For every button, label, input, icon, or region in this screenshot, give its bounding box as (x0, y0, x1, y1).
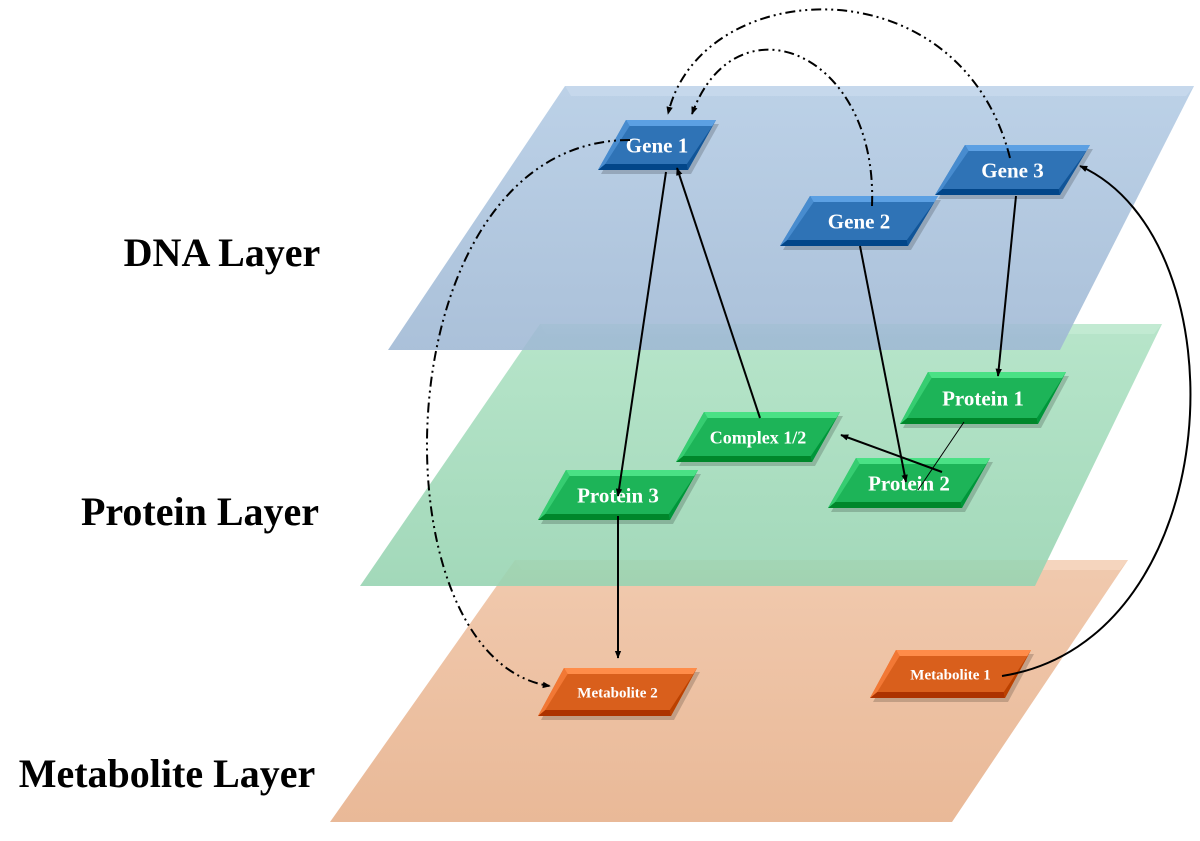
edge-metabolite1-to-gene3 (1001, 165, 1192, 677)
edge-proteins-to-complex12 (840, 434, 943, 473)
edge-gene3-to-protein1 (995, 195, 1017, 377)
edge-gene2-to-gene1 (691, 48, 874, 207)
node-label-complex12: Complex 1/2 (710, 427, 807, 447)
metabolite-layer-label: Metabolite Layer (19, 751, 316, 796)
node-protein2: Protein 2 (828, 458, 993, 512)
dna-layer-label: DNA Layer (124, 230, 321, 275)
node-label-protein2: Protein 2 (868, 471, 950, 495)
node-gene1: Gene 1 (598, 120, 719, 174)
edges-group (425, 8, 1192, 689)
edge-gene3-to-gene1 (666, 8, 1011, 159)
edge-gene1-to-metabolite2 (425, 139, 631, 689)
node-label-metabolite2: Metabolite 2 (577, 685, 657, 701)
node-label-gene2: Gene 2 (828, 209, 890, 233)
edge-protein1-protein2-link (917, 421, 965, 491)
nodes-group: Gene 1 Gene 2 Gene 3 Complex 1/2 Protein 1 Pr… (538, 120, 1093, 720)
node-label-gene1: Gene 1 (626, 133, 688, 157)
edge-gene1-to-protein3 (615, 171, 667, 497)
node-complex12: Complex 1/2 (676, 412, 843, 466)
node-metabolite2: Metabolite 2 (538, 668, 700, 720)
edge-complex12-to-gene1 (676, 167, 761, 419)
node-protein3: Protein 3 (538, 470, 701, 524)
node-protein1: Protein 1 (900, 372, 1069, 428)
node-label-gene3: Gene 3 (981, 158, 1043, 182)
node-label-protein1: Protein 1 (942, 386, 1024, 410)
node-gene2: Gene 2 (780, 196, 941, 250)
node-gene3: Gene 3 (935, 145, 1093, 199)
edge-gene2-to-protein2 (859, 245, 908, 483)
protein-layer-label: Protein Layer (81, 489, 319, 534)
node-metabolite1: Metabolite 1 (870, 650, 1034, 702)
dna-layer-plane (388, 86, 1194, 350)
node-label-metabolite1: Metabolite 1 (910, 667, 990, 683)
